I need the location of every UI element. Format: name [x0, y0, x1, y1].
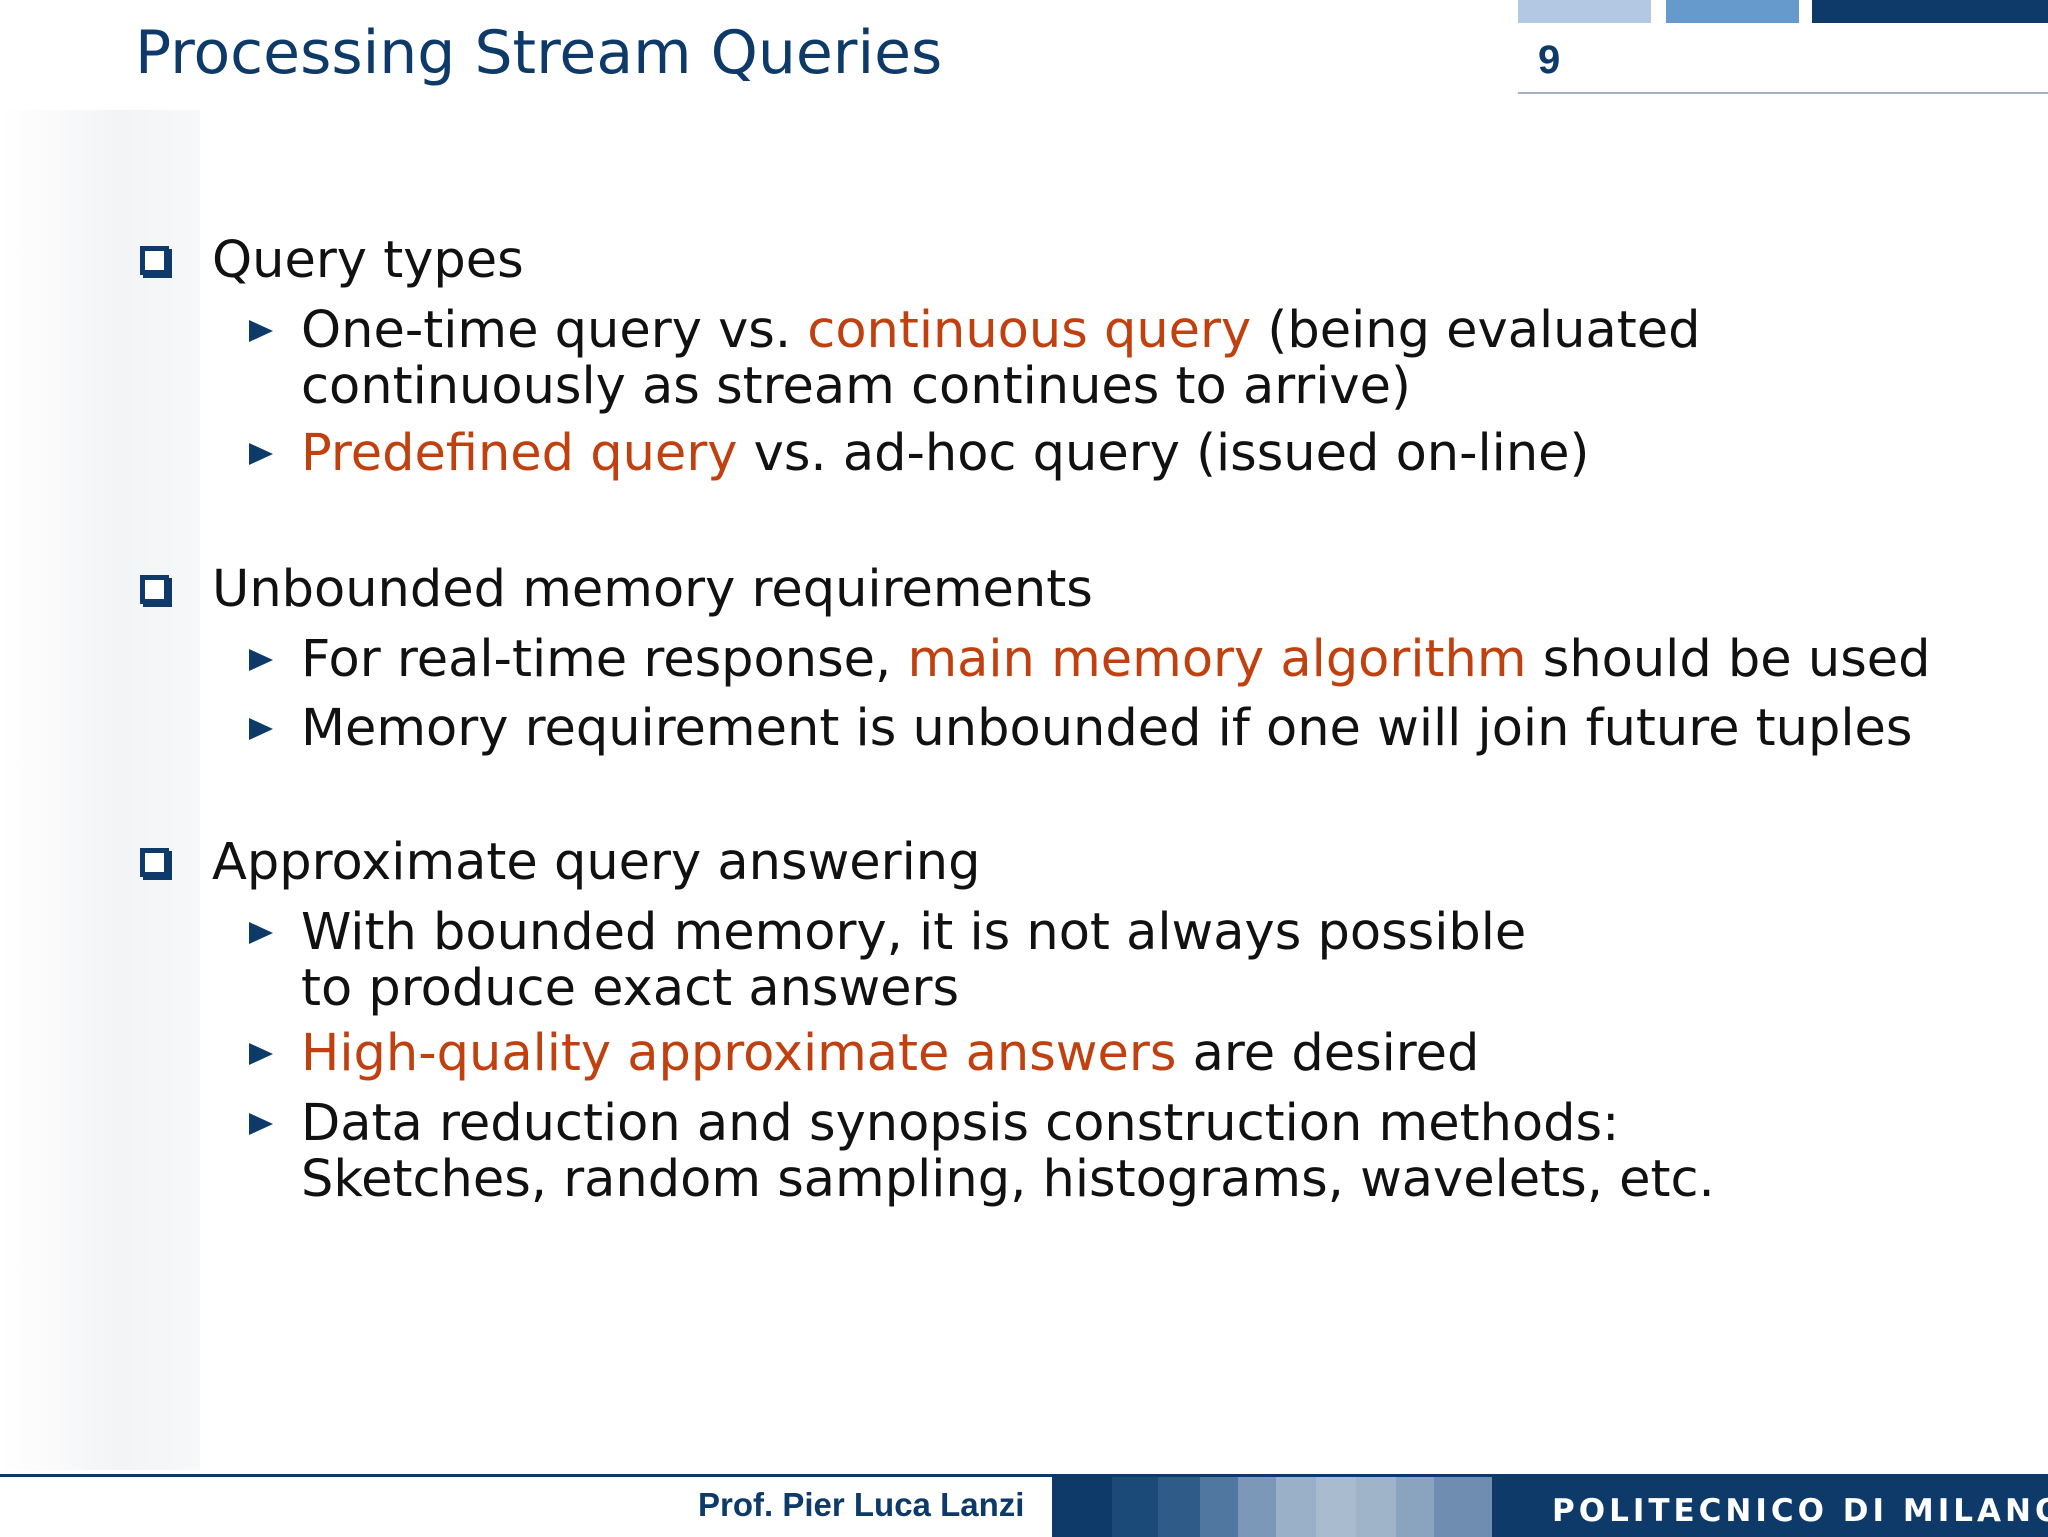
sub-bullet-line: Sketches, random sampling, histograms, w…: [301, 1152, 1715, 1208]
text-run: to produce exact answers: [301, 959, 960, 1018]
text-run: are desired: [1176, 1024, 1480, 1083]
slide-title: Processing Stream Queries: [135, 18, 943, 88]
header-deco-block-2: [1666, 0, 1799, 23]
footer-band-segment: [1434, 1477, 1492, 1537]
sub-bullet-line: High-quality approximate answers are des…: [301, 1026, 1479, 1082]
sub-bullet-line: Memory requirement is unbounded if one w…: [301, 701, 1912, 757]
footer-author: Prof. Pier Luca Lanzi: [698, 1486, 1025, 1523]
section-bullet-icon: [140, 848, 169, 877]
sub-bullet-line: continuously as stream continues to arri…: [301, 359, 1411, 415]
text-run: Memory requirement is unbounded if one w…: [301, 699, 1913, 758]
left-shading: [0, 110, 200, 1470]
sub-bullet-arrow-icon: [249, 649, 273, 671]
sub-bullet-arrow-icon: [249, 1113, 273, 1135]
footer-rule: [0, 1474, 2048, 1477]
header-deco-block-1: [1518, 0, 1651, 23]
footer-band-segment: [1492, 1477, 2048, 1537]
section-heading: Approximate query answering: [212, 833, 981, 892]
sub-bullet-line: One-time query vs. continuous query (bei…: [301, 303, 1700, 359]
sub-bullet-line: For real-time response, main memory algo…: [301, 632, 1931, 688]
highlighted-term: Predefined query: [301, 424, 738, 483]
slide-number: 9: [1538, 38, 1561, 82]
text-run: Sketches, random sampling, histograms, w…: [301, 1150, 1715, 1209]
section-heading: Unbounded memory requirements: [212, 560, 1093, 619]
sub-bullet-arrow-icon: [249, 922, 273, 944]
sub-bullet-arrow-icon: [249, 718, 273, 740]
text-run: should be used: [1526, 630, 1931, 689]
footer-band-segment: [1316, 1477, 1356, 1537]
footer-band-segment: [1356, 1477, 1396, 1537]
footer-band-segment: [1276, 1477, 1316, 1537]
header-deco-block-3: [1812, 0, 2048, 23]
text-run: continuously as stream continues to arri…: [301, 357, 1411, 416]
footer-band-segment: [1112, 1477, 1158, 1537]
footer-band: [1052, 1477, 2048, 1537]
text-run: One-time query vs.: [301, 301, 808, 360]
section-heading: Query types: [212, 231, 524, 290]
sub-bullet-arrow-icon: [249, 443, 273, 465]
section-bullet-icon: [140, 575, 169, 604]
highlighted-term: continuous query: [807, 301, 1252, 360]
text-run: vs. ad-hoc query (issued on-line): [737, 424, 1590, 483]
footer-band-segment: [1158, 1477, 1200, 1537]
text-run: Data reduction and synopsis construction…: [301, 1094, 1620, 1153]
sub-bullet-line: Data reduction and synopsis construction…: [301, 1096, 1619, 1152]
header-rule: [1518, 92, 2048, 94]
sub-bullet-arrow-icon: [249, 320, 273, 342]
text-run: (being evaluated: [1251, 301, 1701, 360]
sub-bullet-line: With bounded memory, it is not always po…: [301, 905, 1526, 961]
text-run: For real-time response,: [301, 630, 908, 689]
sub-bullet-arrow-icon: [249, 1043, 273, 1065]
footer-band-segment: [1238, 1477, 1276, 1537]
text-run: With bounded memory, it is not always po…: [301, 903, 1527, 962]
highlighted-term: main memory algorithm: [907, 630, 1527, 689]
section-bullet-icon: [140, 246, 169, 275]
sub-bullet-line: to produce exact answers: [301, 961, 959, 1017]
footer-band-segment: [1052, 1477, 1112, 1537]
footer-band-segment: [1200, 1477, 1238, 1537]
sub-bullet-line: Predefined query vs. ad-hoc query (issue…: [301, 426, 1589, 482]
highlighted-term: High-quality approximate answers: [301, 1024, 1177, 1083]
footer-institution-logo: POLITECNICO DI MILANO: [1552, 1493, 2048, 1529]
footer-band-segment: [1396, 1477, 1434, 1537]
